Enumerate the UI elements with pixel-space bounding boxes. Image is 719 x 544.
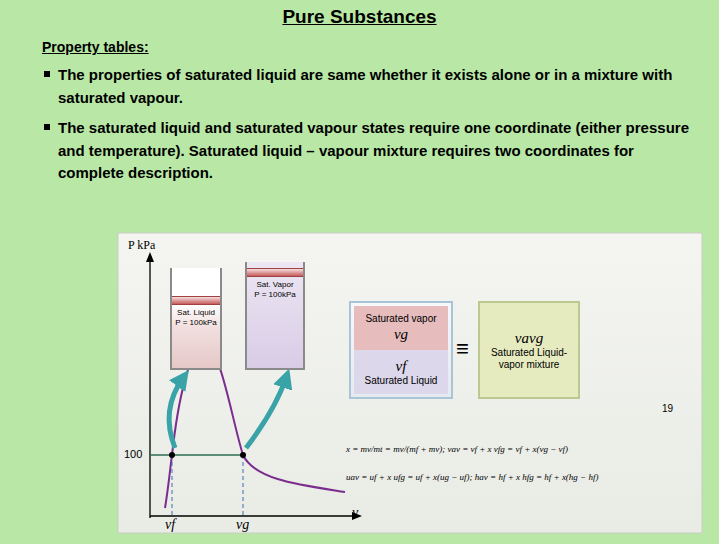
bullet-mark <box>44 124 50 130</box>
sat-vapor-point <box>240 452 246 458</box>
isobar-line <box>150 454 243 456</box>
axis-label: P kPa <box>128 238 155 252</box>
node-label: Saturated Liquid <box>365 375 438 387</box>
equation: uav = uf + x ufg = uf + x(ug − uf); hav … <box>346 472 696 483</box>
node-label: Saturated vapor <box>365 313 436 325</box>
node-label: Sat. Liquid P = 100kPa <box>174 308 218 327</box>
section-heading: Property tables: <box>42 39 342 56</box>
vg-dashed-line <box>243 455 244 516</box>
slide-title: Pure Substances <box>0 6 719 28</box>
vf-dashed-line <box>172 455 173 516</box>
phase-box: Saturated vaporvg <box>354 306 448 350</box>
p-axis-head <box>146 252 154 262</box>
state-arrow <box>169 378 183 448</box>
axis-tick-label: vf <box>165 517 175 534</box>
bullet-text: The properties of saturated liquid are s… <box>58 64 703 109</box>
piston <box>172 296 220 305</box>
sat-liquid-point <box>169 452 175 458</box>
axis-tick-label: vg <box>236 517 249 534</box>
phase-box: vfSaturated Liquid <box>354 350 448 394</box>
volume-symbol: vf <box>396 357 407 375</box>
piston <box>247 268 303 277</box>
v-axis <box>150 515 356 516</box>
state-arrow <box>246 378 286 448</box>
page-number: 19 <box>662 403 673 415</box>
equivalence-sign: ≡ <box>456 336 469 362</box>
figure-panel <box>118 233 702 533</box>
axis-value: 100 <box>124 448 142 461</box>
node-label: Sat. Vapor P = 100kPa <box>253 280 297 299</box>
p-axis <box>149 258 150 518</box>
piston-cylinder: Sat. Vapor P = 100kPa <box>245 262 305 370</box>
volume-symbol: vavg <box>515 329 543 347</box>
bullet-text: The saturated liquid and saturated vapou… <box>58 117 703 185</box>
axis-label: v <box>352 505 358 522</box>
node-label: Saturated Liquid-vapor mixture <box>483 347 575 371</box>
equation: x = mv/mt = mv/(mf + mv); vav = vf + x v… <box>346 444 696 455</box>
bullet-mark <box>44 71 50 77</box>
piston-cylinder: Sat. Liquid P = 100kPa <box>170 268 222 370</box>
mixture-box: vavgSaturated Liquid-vapor mixture <box>478 301 580 399</box>
volume-symbol: vg <box>394 325 408 343</box>
